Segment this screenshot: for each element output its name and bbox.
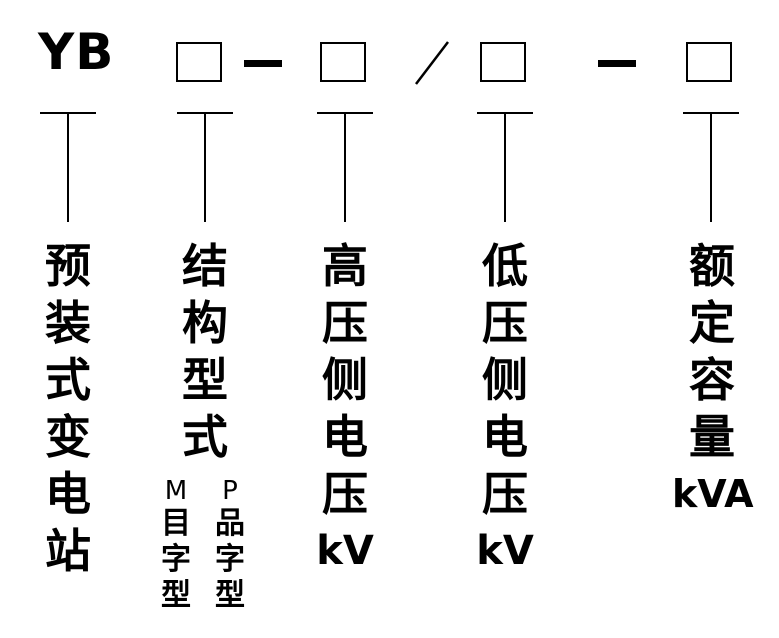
label-char: 高	[322, 239, 368, 293]
separator-dash-1	[244, 60, 282, 67]
label-char: 目	[161, 506, 191, 541]
structure-placeholder-box	[176, 42, 222, 82]
label-char: 容	[689, 353, 735, 407]
leader-line-1	[67, 112, 69, 222]
label-char: 站	[45, 524, 91, 578]
label-char: 电	[322, 410, 368, 464]
label-char: 定	[689, 296, 735, 350]
model-prefix: YB	[38, 23, 115, 81]
leader-line-3	[344, 112, 346, 222]
label-structure: 结 构 型 式	[175, 238, 235, 466]
label-char: 型	[161, 578, 191, 613]
label-char: 式	[182, 410, 228, 464]
label-char: 型	[215, 578, 245, 613]
separator-slash	[415, 41, 449, 85]
label-char: 装	[45, 296, 91, 350]
label-unit: kV	[316, 528, 374, 574]
capacity-placeholder-box	[686, 42, 732, 82]
label-char: 字	[215, 542, 245, 577]
option-code: M	[164, 476, 188, 506]
label-char: 结	[182, 239, 228, 293]
label-unit: kV	[476, 528, 534, 574]
label-char: 变	[45, 410, 91, 464]
option-m: M 目 字 型	[159, 476, 193, 614]
label-char: 低	[482, 239, 528, 293]
label-char: 量	[689, 410, 735, 464]
label-hv: 高 压 侧 电 压 kV	[315, 238, 375, 580]
leader-line-2	[204, 112, 206, 222]
label-char: 字	[161, 542, 191, 577]
label-char: 电	[45, 467, 91, 521]
label-char: 侧	[322, 353, 368, 407]
label-char: 压	[482, 296, 528, 350]
label-unit: kVA	[672, 472, 754, 516]
leader-line-4	[504, 112, 506, 222]
label-char: 额	[689, 239, 735, 293]
label-capacity: 额 定 容 量 kVA	[672, 238, 754, 523]
leader-line-5	[710, 112, 712, 222]
separator-dash-2	[598, 60, 636, 67]
option-code: P	[222, 476, 238, 506]
hv-placeholder-box	[320, 42, 366, 82]
label-char: 压	[482, 467, 528, 521]
label-char: 品	[215, 506, 245, 541]
label-lv: 低 压 侧 电 压 kV	[475, 238, 535, 580]
label-char: 式	[45, 353, 91, 407]
label-char: 压	[322, 296, 368, 350]
label-char: 电	[482, 410, 528, 464]
label-char: 压	[322, 467, 368, 521]
label-type: 预 装 式 变 电 站	[38, 238, 98, 580]
label-char: 侧	[482, 353, 528, 407]
lv-placeholder-box	[480, 42, 526, 82]
label-char: 型	[182, 353, 228, 407]
label-char: 预	[45, 239, 91, 293]
option-p: P 品 字 型	[213, 476, 247, 614]
label-char: 构	[182, 296, 228, 350]
